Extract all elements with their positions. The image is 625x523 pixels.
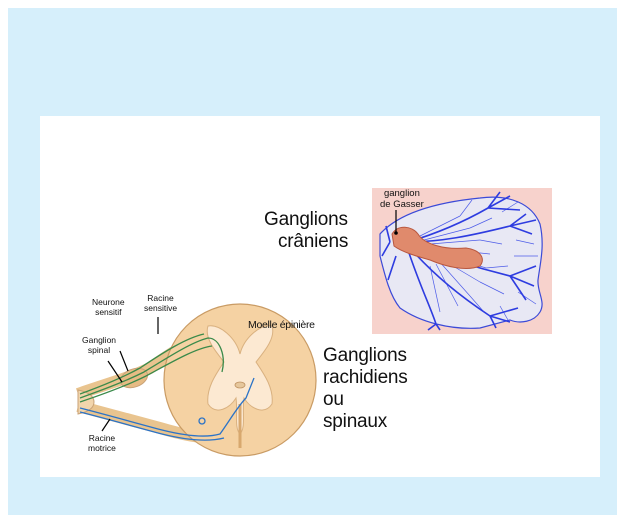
gasser-label: ganglion de Gasser [380,188,424,210]
moelle-label: Moelle épinière [248,319,315,331]
cranial-title-line2: crâniens [278,231,348,252]
racine-sensitive-label: Racine sensitive [144,294,177,313]
ganglion-spinal-line2: spinal [82,346,116,356]
racine-motrice-line2: motrice [88,444,116,454]
gasser-label-line2: de Gasser [380,199,424,210]
neurone-sensitif-label: Neurone sensitif [92,298,125,317]
neurone-sensitif-line2: sensitif [92,308,125,318]
gasser-label-line1: ganglion [380,188,424,199]
racine-motrice-label: Racine motrice [88,434,116,453]
spinal-title-line3: ou [323,389,344,410]
diagram-card: Ganglions crâniens ganglion de Gasser Mo… [40,116,600,477]
racine-sensitive-line2: sensitive [144,304,177,314]
spinal-title-line4: spinaux [323,411,387,432]
ganglion-spinal-label: Ganglion spinal [82,336,116,355]
cranial-title-line1: Ganglions [264,209,348,230]
spinal-title-line1: Ganglions [323,345,407,366]
spinal-title-line2: rachidiens [323,367,408,388]
